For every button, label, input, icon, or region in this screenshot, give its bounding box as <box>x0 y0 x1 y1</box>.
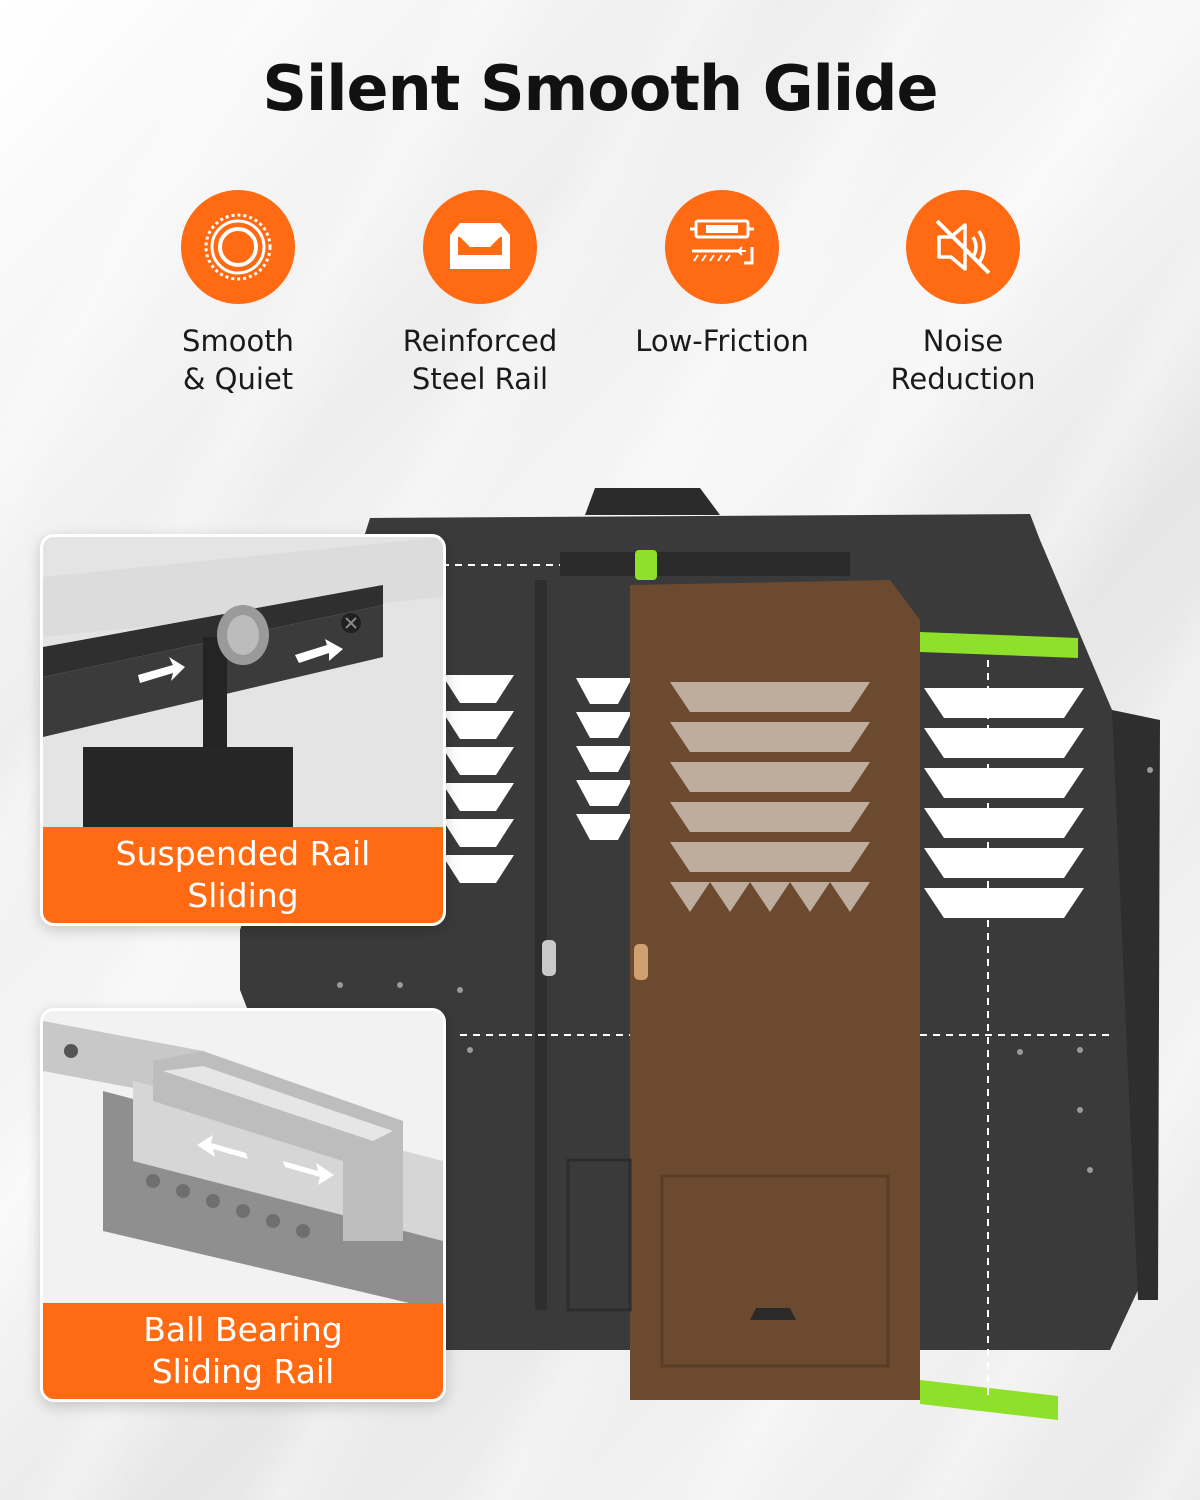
panel-caption: Ball Bearing Sliding Rail <box>43 1303 443 1399</box>
slider-carriage <box>153 1051 403 1241</box>
feature-label: Smooth & Quiet <box>182 324 294 396</box>
partition-side <box>1112 710 1160 1300</box>
sliding-door-handle <box>634 944 648 980</box>
feature-icon-circle <box>181 190 295 304</box>
feature-row: Smooth & Quiet Reinforced Steel Rail <box>0 190 1200 410</box>
suspended-rail-photo <box>43 537 443 837</box>
arrow-left-icon <box>197 1135 248 1159</box>
detail-panel-ball-bearing: Ball Bearing Sliding Rail <box>40 1008 446 1402</box>
left-door-handle <box>542 940 556 976</box>
arrow-left-icon <box>138 657 185 683</box>
lower-vent-panel <box>566 1158 632 1312</box>
mute-speaker-icon <box>935 219 991 275</box>
center-post <box>535 580 547 1310</box>
top-mount-bracket <box>585 488 720 515</box>
page-title: Silent Smooth Glide <box>262 52 938 125</box>
feature-icon-circle <box>423 190 537 304</box>
green-guide-top <box>635 550 657 580</box>
feature-low-friction: Low-Friction <box>602 190 842 360</box>
tray-icon <box>450 223 510 269</box>
feature-noise-reduction: Noise Reduction <box>843 190 1083 398</box>
feature-reinforced-rail: Reinforced Steel Rail <box>360 190 600 398</box>
detail-panel-suspended-rail: Suspended Rail Sliding <box>40 534 446 926</box>
top-rail <box>560 552 850 576</box>
rivets <box>337 767 1153 1173</box>
feature-label: Noise Reduction <box>890 324 1036 396</box>
rail-beam <box>43 585 383 677</box>
feature-icon-circle <box>906 190 1020 304</box>
partition-illustration <box>240 488 1160 1420</box>
panel-caption: Suspended Rail Sliding <box>43 827 443 923</box>
door-vent-slot <box>750 1308 796 1320</box>
feature-icon-circle <box>665 190 779 304</box>
feature-label: Low-Friction <box>635 324 809 358</box>
door-mesh <box>670 682 870 912</box>
left-mesh <box>442 675 632 883</box>
door-panel-top <box>83 747 293 837</box>
green-bracket-lower <box>920 1380 1058 1420</box>
dashed-guides <box>442 564 1110 1400</box>
feature-label: Reinforced Steel Rail <box>402 324 558 396</box>
ball-bearing-rail-photo <box>43 1011 443 1311</box>
door-vent-panel <box>660 1174 890 1368</box>
bearing-balls <box>146 1174 310 1238</box>
feature-smooth-quiet: Smooth & Quiet <box>118 190 358 398</box>
arrow-right-icon <box>283 1161 334 1185</box>
wheel-icon <box>204 213 272 281</box>
arrow-right-icon <box>295 639 343 663</box>
hanger-bracket <box>203 637 227 747</box>
roller-rail-icon <box>690 219 754 265</box>
right-mesh <box>924 688 1084 918</box>
green-bracket-upper <box>920 632 1078 658</box>
